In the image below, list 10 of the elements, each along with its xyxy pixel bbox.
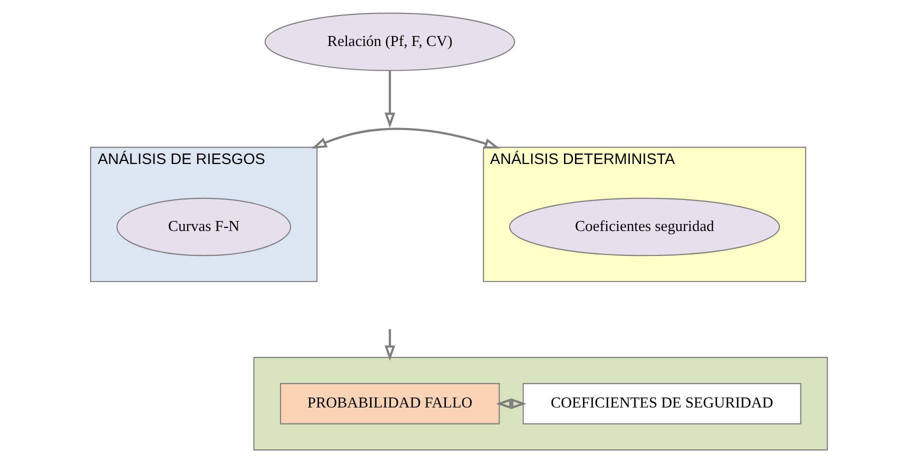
cluster [252,356,828,450]
arrow [384,328,395,360]
node-box: PROBABILIDAD FALLO [279,382,500,424]
node-ellipse: Relación (Pf, F, CV) [264,12,515,71]
node-ellipse: Curvas F-N [116,197,291,256]
arrow [384,70,395,128]
node-box: COEFICIENTES DE SEGURIDAD [522,382,801,424]
node-ellipse: Coeficientes seguridad [508,197,780,256]
arrow [496,398,526,409]
arrow [311,127,500,148]
